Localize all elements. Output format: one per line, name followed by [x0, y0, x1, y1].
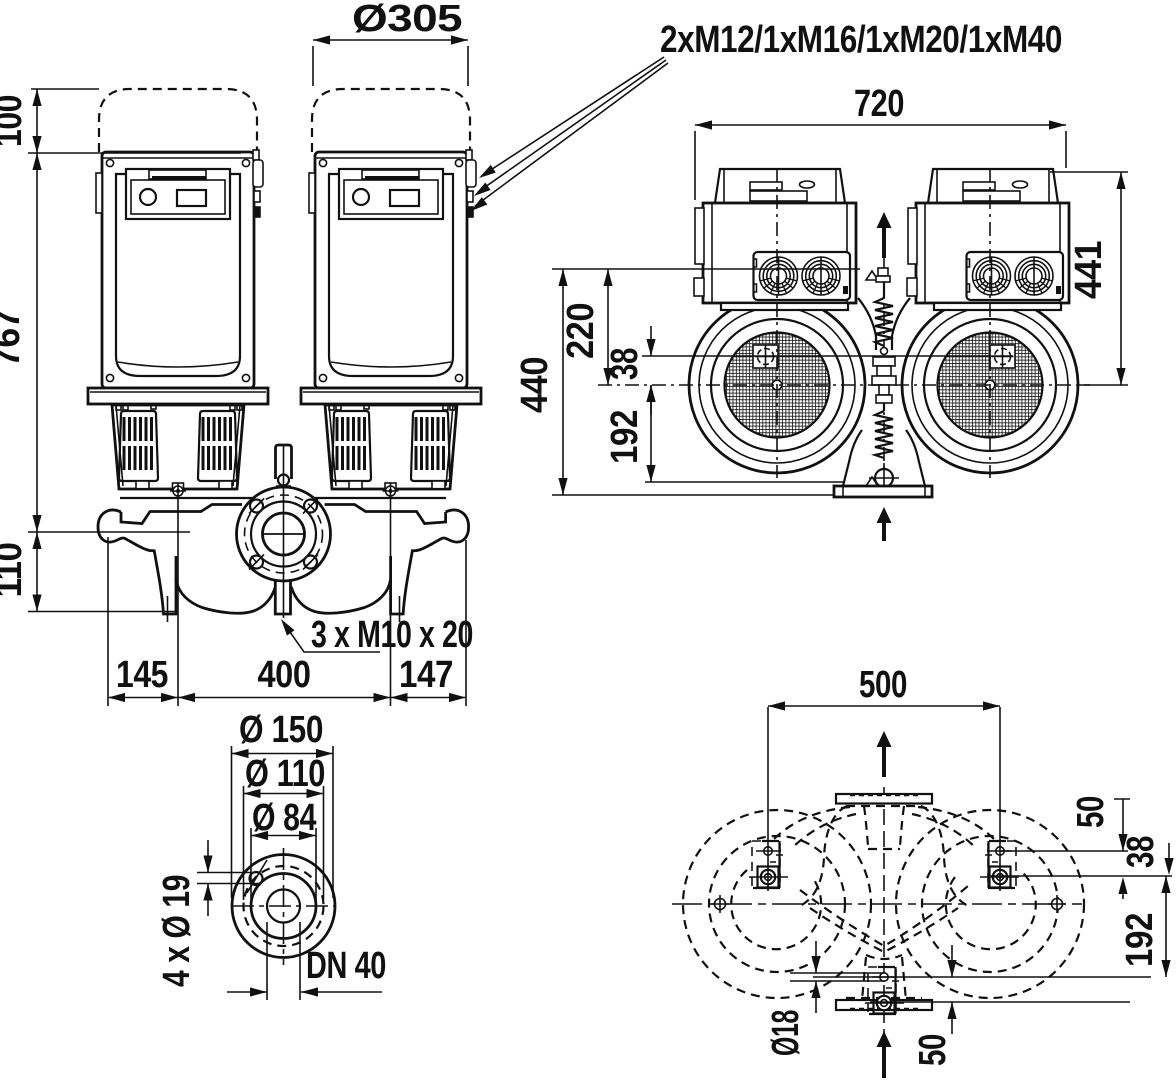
svg-text:4 x Ø 19: 4 x Ø 19 — [156, 875, 198, 987]
svg-text:DN 40: DN 40 — [306, 945, 386, 987]
svg-text:38: 38 — [604, 348, 646, 380]
svg-text:38: 38 — [1120, 836, 1162, 868]
svg-text:440: 440 — [514, 357, 556, 413]
svg-text:220: 220 — [560, 303, 602, 359]
svg-text:50: 50 — [912, 1034, 954, 1066]
svg-text:767: 767 — [0, 309, 28, 367]
svg-text:100: 100 — [0, 95, 30, 147]
svg-text:Ø305: Ø305 — [352, 0, 462, 40]
svg-text:400: 400 — [258, 654, 311, 696]
svg-text:50: 50 — [1070, 796, 1112, 828]
svg-text:Ø 110: Ø 110 — [245, 753, 325, 795]
svg-text:Ø 84: Ø 84 — [252, 797, 316, 839]
svg-text:145: 145 — [116, 654, 168, 696]
svg-text:2xM12/1xM16/1xM20/1xM40: 2xM12/1xM16/1xM20/1xM40 — [660, 19, 1062, 61]
svg-text:110: 110 — [0, 543, 30, 598]
svg-text:192: 192 — [1119, 913, 1161, 967]
svg-text:192: 192 — [604, 410, 646, 464]
svg-text:147: 147 — [399, 654, 453, 696]
svg-text:500: 500 — [859, 664, 907, 706]
svg-text:720: 720 — [854, 83, 904, 125]
svg-text:Ø18: Ø18 — [765, 1010, 807, 1056]
svg-text:Ø 150: Ø 150 — [239, 709, 323, 751]
svg-text:3 x M10 x 20: 3 x M10 x 20 — [311, 614, 473, 656]
svg-text:441: 441 — [1068, 241, 1110, 299]
